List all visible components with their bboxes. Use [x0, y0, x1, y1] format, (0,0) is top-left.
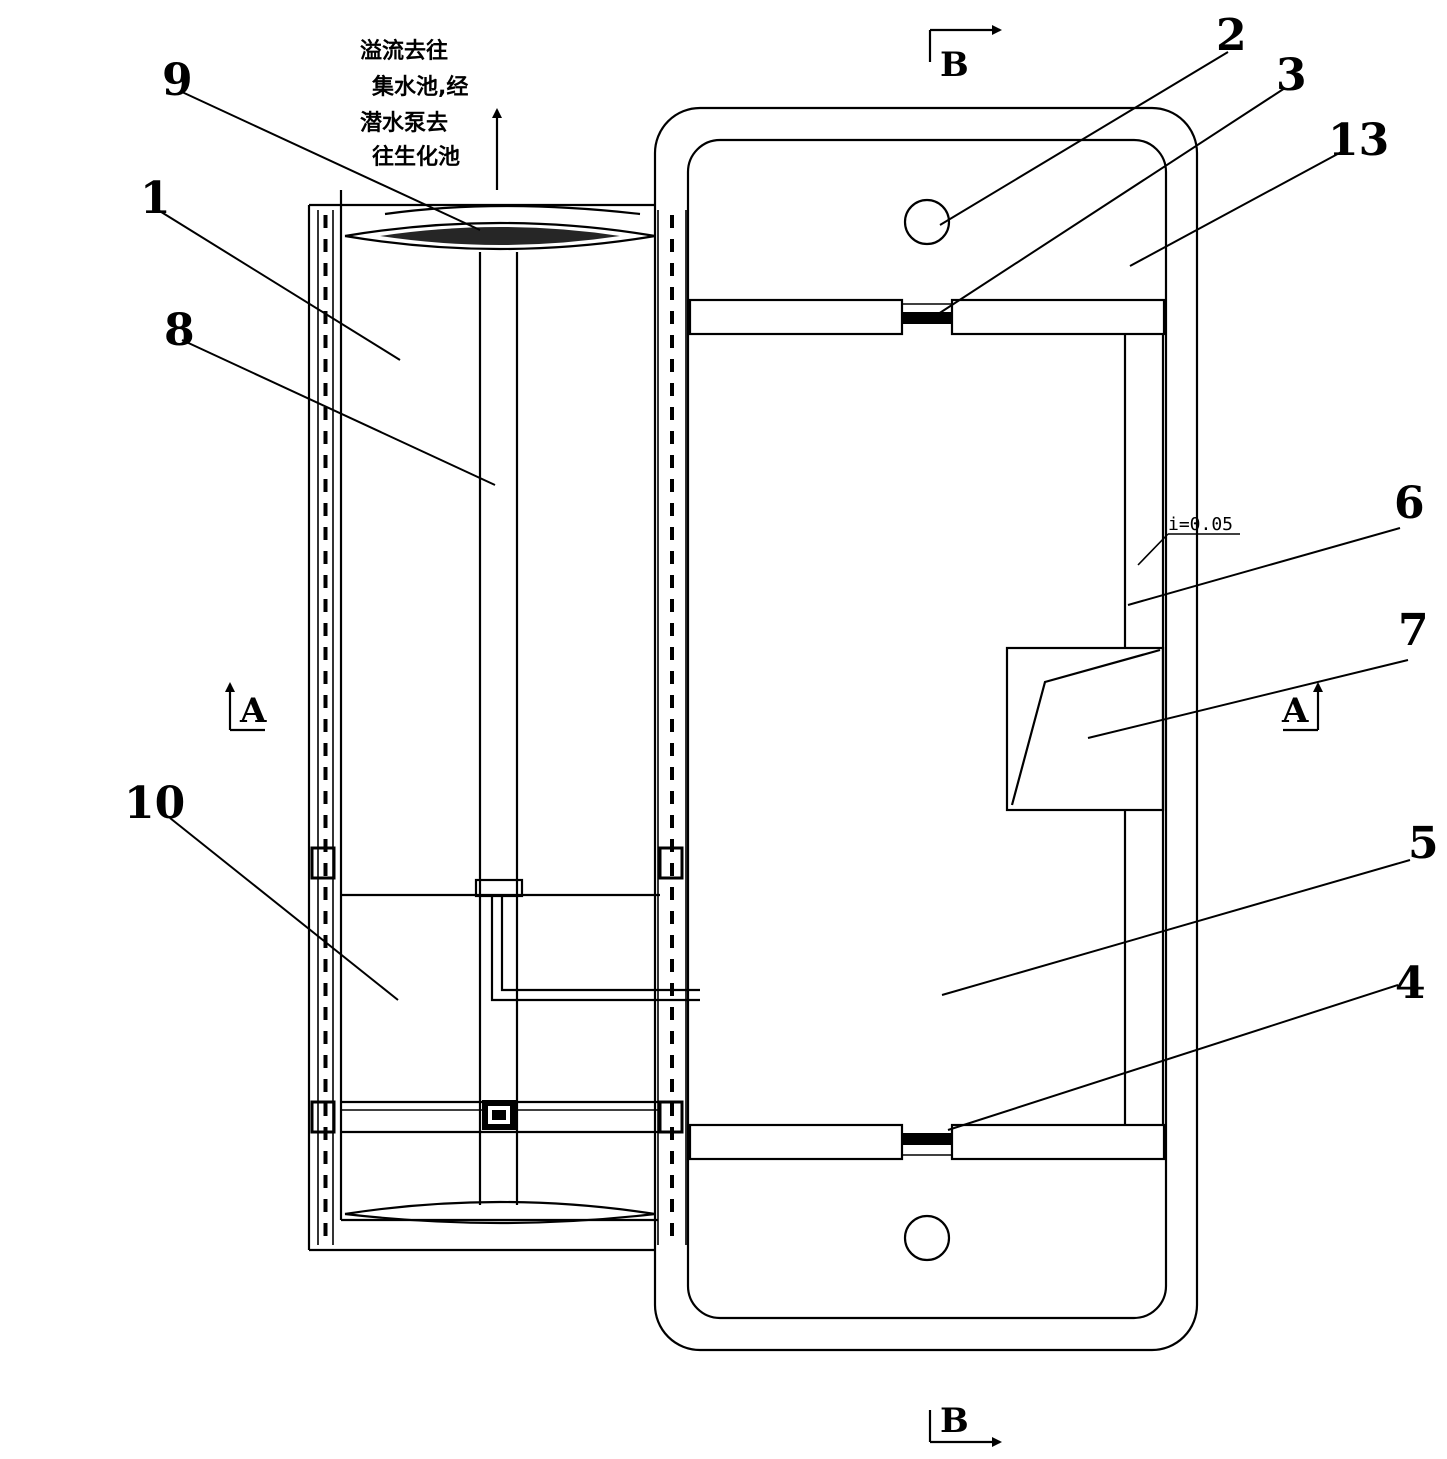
label-13: 13 [1328, 115, 1389, 166]
section-b-bottom: B [928, 1401, 1002, 1447]
label-3: 3 [1276, 50, 1307, 101]
section-a-right-label: A [1281, 691, 1309, 731]
slope-marker: i=0.05 [1137, 514, 1240, 566]
note-line-4: 往生化池 [372, 144, 460, 170]
bottom-manhole [903, 1214, 951, 1262]
note-line-3: 潜水泵去 [360, 111, 448, 136]
bottom-opening-4 [902, 1133, 952, 1145]
left-chamber [307, 190, 700, 1252]
top-partition [688, 298, 1166, 336]
top-weir [344, 204, 656, 251]
bottom-partition [688, 1123, 1166, 1161]
section-b-top: B [928, 25, 1002, 85]
slope-text: i=0.05 [1168, 514, 1233, 535]
section-a-right: A [1281, 682, 1323, 732]
label-9: 9 [162, 55, 193, 106]
label-6: 6 [1394, 478, 1425, 529]
label-8: 8 [164, 305, 195, 356]
label-2: 2 [1216, 10, 1247, 61]
main-tank [653, 106, 1199, 1352]
bottom-weir [344, 1200, 656, 1225]
note-line-1: 溢流去往 [360, 38, 448, 64]
section-b-bottom-label: B [940, 1401, 969, 1441]
left-perforated-wall [317, 210, 334, 1245]
leader-lines [157, 51, 1411, 1131]
overflow-note: 溢流去往 集水池,经 潜水泵去 往生化池 [360, 38, 468, 170]
section-a-left-label: A [239, 691, 267, 731]
tank-outer-wall [653, 106, 1199, 1352]
label-7: 7 [1398, 605, 1429, 656]
bottom-header-pipe [341, 1100, 660, 1134]
section-b-top-label: B [940, 45, 969, 85]
note-line-2: 集水池,经 [371, 74, 468, 100]
tank-inner-wall [686, 138, 1168, 1320]
label-5: 5 [1408, 818, 1439, 869]
bent-pipe [490, 896, 700, 1002]
label-1: 1 [140, 173, 171, 224]
center-pipe [478, 252, 519, 1205]
section-a-left: A [225, 682, 267, 732]
top-opening-3 [902, 312, 952, 324]
outlet-box [1005, 646, 1165, 812]
label-4: 4 [1395, 958, 1426, 1009]
right-channel [1123, 334, 1165, 1125]
label-10: 10 [124, 778, 185, 829]
pipe-fitting-upper [474, 878, 524, 898]
top-manhole [903, 198, 951, 246]
right-perforated-wall [657, 210, 687, 1245]
